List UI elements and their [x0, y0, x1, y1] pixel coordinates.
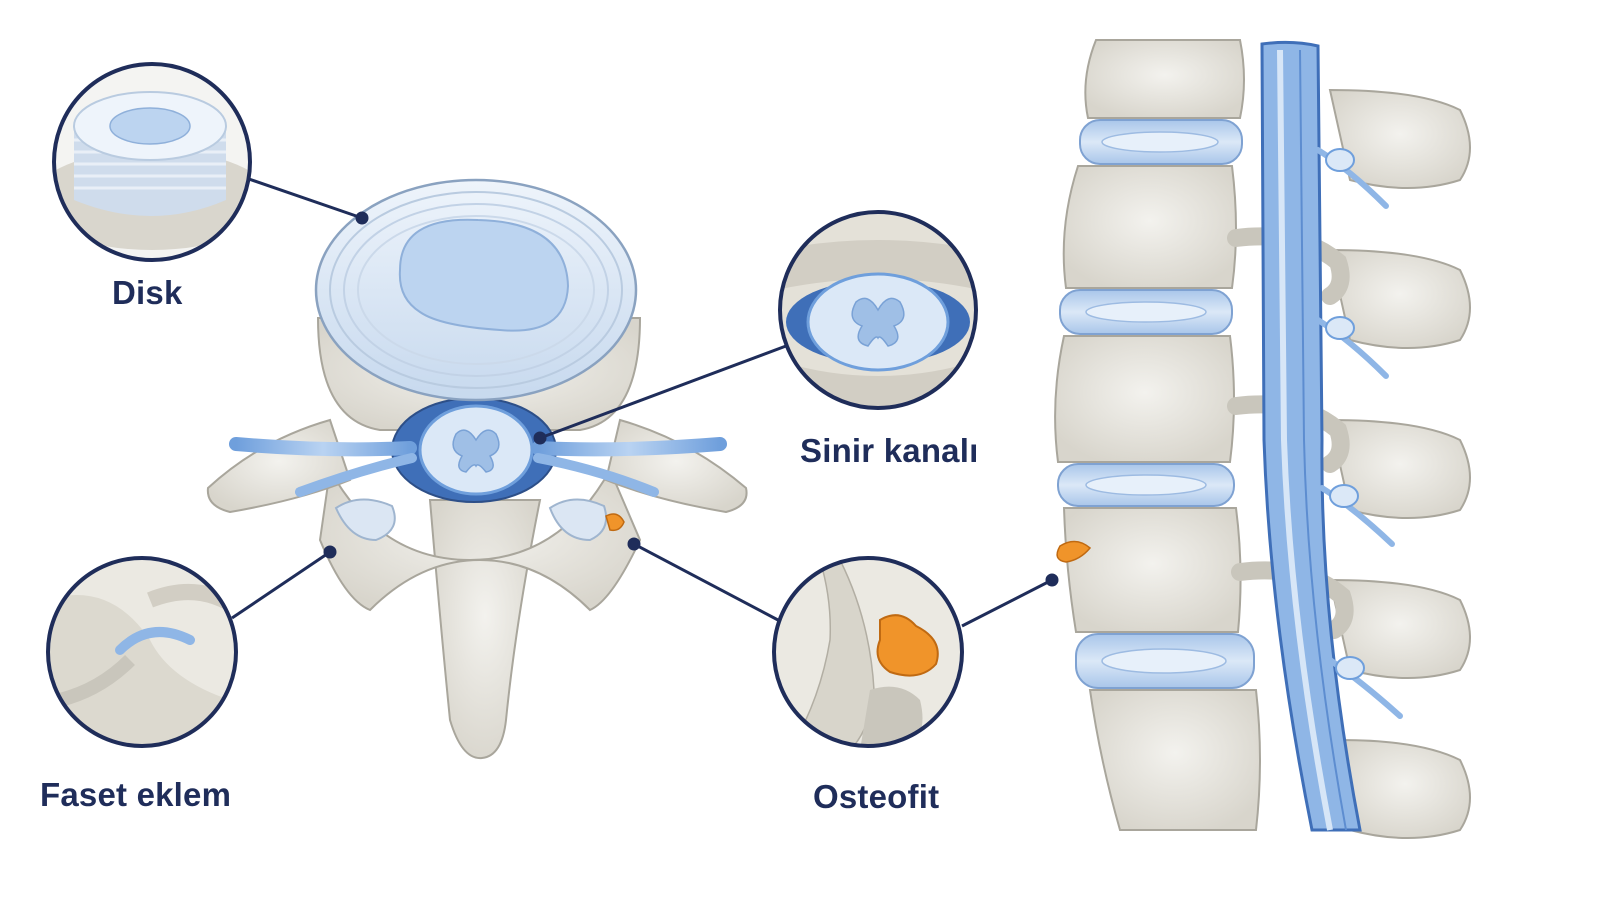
callout-lines — [231, 176, 1059, 628]
osteophyte-inset — [772, 556, 964, 748]
nerve-canal-label: Sinir kanalı — [800, 432, 979, 469]
osteophyte-label: Osteofit — [813, 778, 940, 815]
facet-joint-inset — [46, 556, 238, 748]
disk-label: Disk — [112, 274, 183, 311]
nerve-canal-inset — [778, 210, 978, 410]
disk-inset — [52, 62, 252, 262]
axial-vertebra — [206, 178, 748, 760]
sagittal-spine — [1054, 39, 1471, 839]
facet-joint-label: Faset eklem — [40, 776, 232, 813]
